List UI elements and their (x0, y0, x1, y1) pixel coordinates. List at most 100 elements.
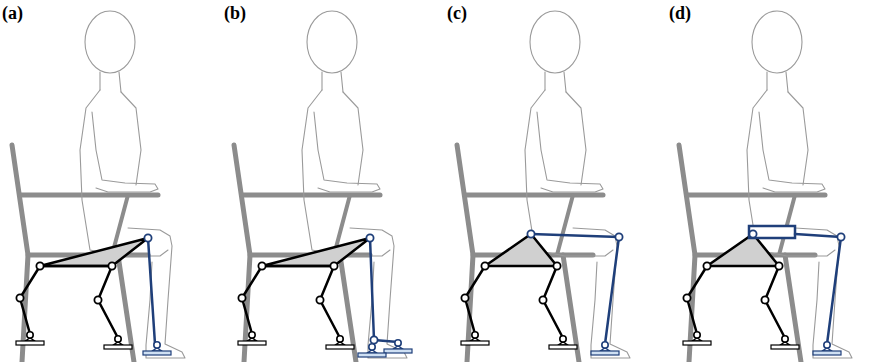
pivot-joint (553, 262, 560, 269)
foot-pad (384, 349, 412, 353)
panel-figure (234, 11, 412, 362)
person-arm (314, 112, 380, 192)
foot-joint (824, 342, 830, 348)
seat-linkage (40, 238, 148, 266)
pivot-joint (527, 230, 534, 237)
thigh-link (531, 234, 619, 237)
foot-joint (369, 344, 375, 350)
person-neck (99, 72, 100, 90)
panel-label: (c) (447, 4, 467, 22)
foot-joint (602, 342, 608, 348)
pivot-joint (108, 262, 115, 269)
person-neck (766, 72, 767, 90)
chair-back-leg (12, 145, 28, 362)
foot-joint (115, 336, 121, 342)
pivot-joint (144, 234, 151, 241)
slider-block (749, 226, 795, 238)
pivot-joint (461, 294, 468, 301)
person-back (302, 90, 390, 256)
desk-top (242, 193, 380, 198)
pivot-joint (683, 294, 690, 301)
panel-label: (d) (669, 4, 691, 22)
foot-pad (358, 353, 386, 357)
panel-label: (b) (224, 4, 246, 22)
panel-figure (12, 11, 185, 362)
pivot-joint (366, 234, 373, 241)
person-chest (788, 92, 808, 185)
foot-pad (683, 341, 711, 345)
person-arm (759, 112, 825, 192)
person-neck (544, 72, 545, 90)
person-arm (92, 112, 158, 192)
foot-pad (143, 351, 171, 355)
shank-link (370, 238, 398, 342)
pivot-joint (615, 233, 622, 240)
foot-pad (326, 345, 354, 349)
person-leg (573, 228, 630, 358)
foot-pad (813, 351, 841, 355)
pivot-joint (481, 262, 488, 269)
person-head (530, 11, 580, 73)
shank-link (605, 237, 619, 344)
foot-pad (549, 345, 577, 349)
foot-joint (154, 342, 160, 348)
person-back (80, 90, 168, 256)
pivot-joint (749, 230, 756, 237)
pivot-joint (258, 262, 265, 269)
seat-linkage (262, 238, 370, 266)
pivot-joint (238, 294, 245, 301)
chair-back-leg (234, 145, 250, 362)
desk-top (465, 193, 603, 198)
panel-figure (457, 11, 630, 362)
person-arm (537, 112, 603, 192)
panel-figure (679, 11, 852, 362)
person-back (747, 90, 835, 256)
foot-joint (782, 336, 788, 342)
foot-joint (560, 336, 566, 342)
pivot-joint (703, 262, 710, 269)
desk-top (687, 193, 825, 198)
seat-link (262, 265, 334, 268)
pivot-joint (16, 294, 23, 301)
person-neck (119, 72, 121, 92)
person-leg (795, 228, 852, 358)
foot-pad (771, 345, 799, 349)
foot-joint (395, 340, 401, 346)
foot-pad (591, 351, 619, 355)
pivot-joint (761, 296, 768, 303)
thigh-link (795, 234, 841, 237)
foot-joint (27, 332, 33, 338)
person-chest (121, 92, 141, 185)
foot-joint (472, 332, 478, 338)
pivot-joint (539, 296, 546, 303)
pivot-joint (94, 296, 101, 303)
pivot-joint (330, 262, 337, 269)
pivot-joint (775, 262, 782, 269)
person-head (752, 11, 802, 73)
chair-back-leg (679, 145, 695, 362)
person-neck (341, 72, 343, 92)
pivot-joint (837, 233, 844, 240)
foot-joint (337, 336, 343, 342)
foot-pad (238, 341, 266, 345)
person-back (525, 90, 613, 256)
person-neck (786, 72, 788, 92)
pivot-joint (316, 296, 323, 303)
foot-pad (461, 341, 489, 345)
seat-link (40, 265, 112, 268)
seat-linkage (485, 234, 557, 266)
desk-top (20, 193, 158, 198)
pivot-joint (370, 336, 377, 343)
person-chest (343, 92, 363, 185)
chair-back-leg (457, 145, 473, 362)
person-head (85, 11, 135, 73)
person-head (307, 11, 357, 73)
pivot-joint (36, 262, 43, 269)
desk-support (557, 195, 573, 255)
person-chest (566, 92, 586, 185)
foot-pad (16, 341, 44, 345)
shank-link (827, 237, 841, 344)
shank-link (148, 238, 155, 344)
